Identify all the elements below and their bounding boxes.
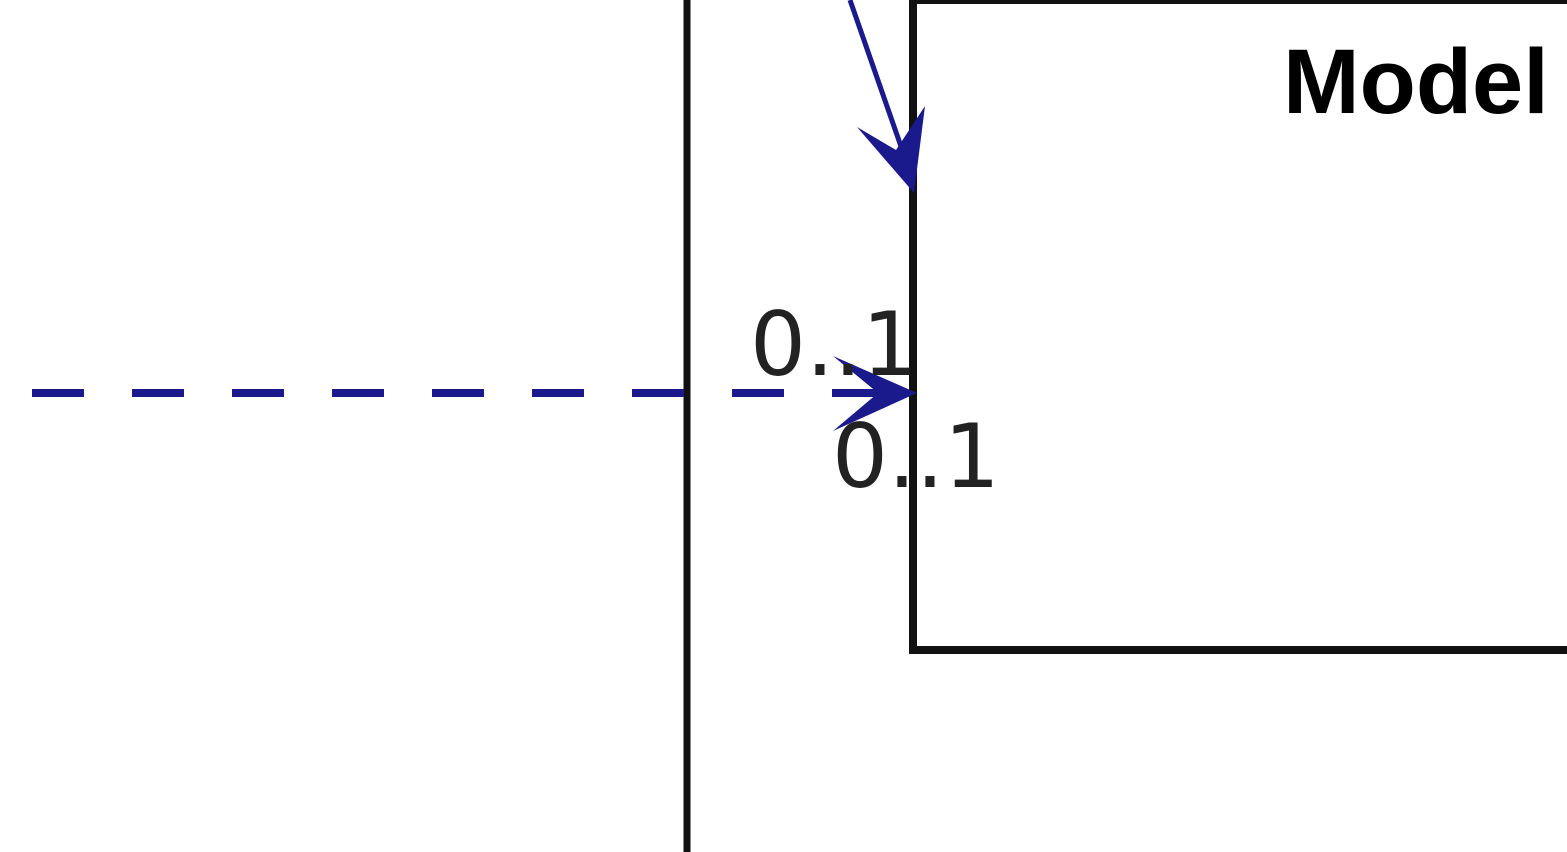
arrowhead-left bbox=[833, 356, 917, 431]
association-arrow-top[interactable] bbox=[847, 0, 925, 193]
dependency-arrow-left[interactable] bbox=[32, 356, 917, 431]
class-box-model[interactable]: Model bbox=[909, 0, 1567, 654]
multiplicity-label-lower: 0..1 bbox=[832, 405, 1000, 508]
multiplicity-label-upper: 0..1 bbox=[750, 293, 918, 396]
arrowhead-top bbox=[857, 106, 925, 193]
class-box-border bbox=[909, 0, 1567, 654]
class-box-title: Model bbox=[1283, 31, 1549, 133]
